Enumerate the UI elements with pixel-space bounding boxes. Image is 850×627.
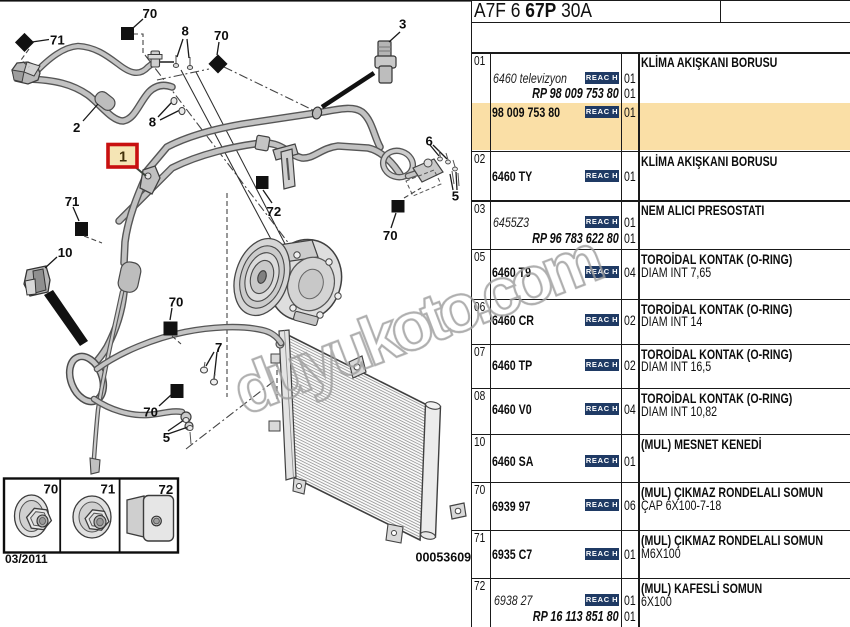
svg-text:70: 70 (214, 28, 229, 43)
svg-text:8: 8 (182, 23, 189, 38)
svg-text:8: 8 (149, 114, 156, 129)
svg-text:71: 71 (101, 481, 116, 496)
svg-text:70: 70 (143, 405, 158, 420)
svg-text:3: 3 (399, 17, 406, 32)
svg-text:00053609: 00053609 (416, 551, 472, 565)
svg-text:70: 70 (169, 295, 184, 310)
svg-text:5: 5 (452, 189, 459, 204)
svg-text:7: 7 (215, 340, 222, 355)
svg-text:6: 6 (426, 134, 433, 149)
svg-text:71: 71 (65, 194, 80, 209)
svg-text:72: 72 (267, 204, 282, 219)
svg-text:5: 5 (163, 430, 170, 445)
svg-text:03/2011: 03/2011 (5, 552, 48, 566)
svg-text:71: 71 (50, 32, 65, 47)
svg-text:70: 70 (44, 481, 59, 496)
svg-text:2: 2 (73, 120, 80, 135)
svg-text:72: 72 (159, 482, 174, 497)
svg-text:10: 10 (58, 245, 73, 260)
svg-text:1: 1 (119, 150, 127, 166)
svg-text:70: 70 (383, 228, 398, 243)
svg-text:70: 70 (143, 6, 158, 21)
